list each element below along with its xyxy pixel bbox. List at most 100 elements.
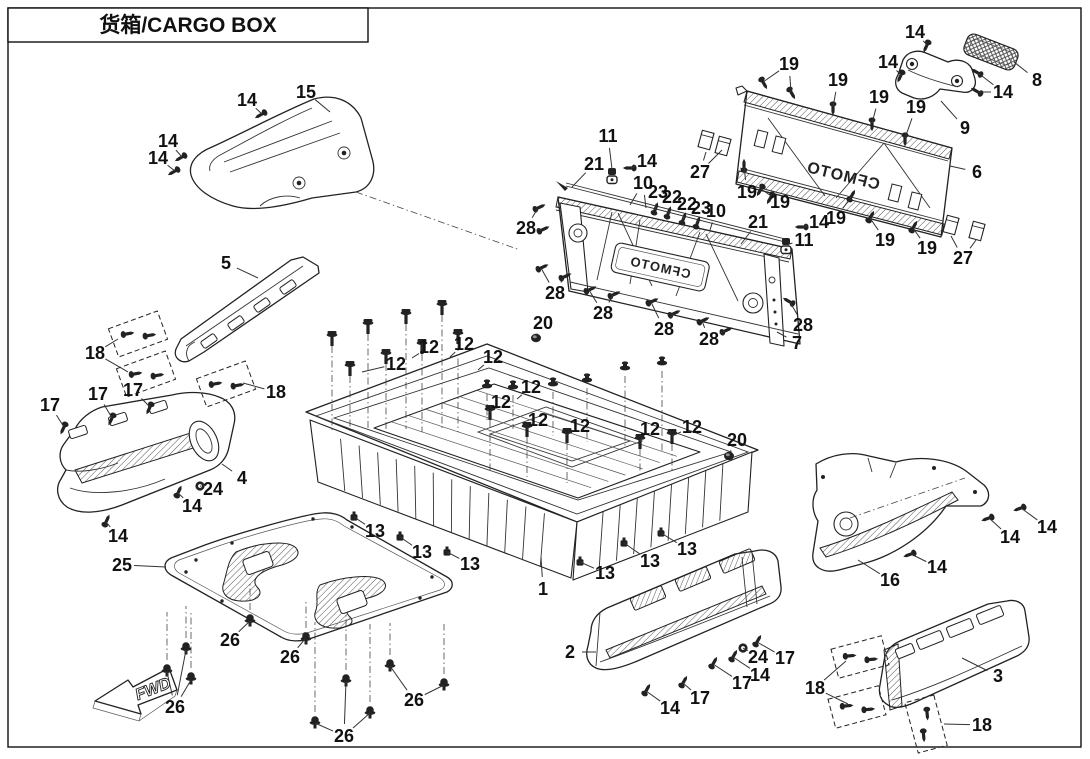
leader-line	[531, 207, 539, 218]
leader-line	[314, 99, 331, 113]
callout-28: 28	[545, 283, 565, 303]
callout-12: 12	[491, 392, 511, 412]
bolt-icon	[326, 331, 338, 346]
callout-10: 10	[706, 201, 726, 221]
callout-12: 12	[521, 377, 541, 397]
leader-line	[756, 641, 775, 653]
leader-line	[977, 72, 994, 86]
callout-1: 1	[538, 579, 548, 599]
clipnut-icon	[619, 361, 631, 371]
callout-19: 19	[828, 70, 848, 90]
leader-line	[950, 235, 958, 248]
screw-icon	[253, 108, 269, 122]
leader-line	[988, 517, 1002, 530]
bolthead-icon	[309, 716, 321, 729]
callout-14: 14	[158, 131, 178, 151]
leader-line	[516, 394, 523, 400]
callout-12: 12	[528, 410, 548, 430]
part-2-front-panel	[586, 548, 782, 671]
callout-21: 21	[748, 212, 768, 232]
leader-line	[654, 203, 657, 211]
leader-line	[701, 320, 706, 328]
screw-icon	[166, 165, 182, 179]
callout-12: 12	[419, 337, 439, 357]
callout-14: 14	[182, 496, 202, 516]
leader-line	[166, 671, 173, 696]
leader-line	[788, 242, 793, 245]
leader-line	[389, 665, 408, 691]
callout-12: 12	[682, 417, 702, 437]
leader-line	[869, 217, 879, 231]
title-block: 货箱/CARGO BOX	[7, 7, 369, 43]
callout-11: 11	[598, 126, 617, 146]
alignment-lines-layer	[166, 315, 673, 712]
callout-13: 13	[365, 521, 385, 541]
leader-line	[629, 193, 638, 206]
callout-19: 19	[737, 182, 757, 202]
callout-12: 12	[386, 354, 406, 374]
leader-line	[823, 660, 847, 681]
pad-icon	[942, 214, 960, 236]
callout-17: 17	[88, 384, 108, 404]
leader-line	[702, 151, 707, 161]
bolthead-icon	[384, 659, 396, 672]
leader-line	[669, 313, 674, 319]
callout-14: 14	[878, 52, 898, 72]
callout-12: 12	[570, 416, 590, 436]
callout-8: 8	[1032, 70, 1042, 90]
callout-9: 9	[960, 118, 970, 138]
part-25-floor-mat	[164, 512, 453, 642]
callout-28: 28	[654, 319, 674, 339]
callout-19: 19	[875, 230, 895, 250]
callout-27: 27	[690, 162, 710, 182]
leader-line	[802, 225, 808, 228]
callout-13: 13	[412, 542, 432, 562]
leader-line	[571, 172, 587, 188]
leader-line	[608, 147, 613, 170]
leader-line	[696, 219, 699, 225]
callout-17: 17	[40, 395, 60, 415]
leader-line	[540, 556, 543, 578]
leader-line	[526, 427, 530, 430]
leader-line	[639, 437, 643, 442]
leader-line	[540, 267, 550, 283]
callout-23: 23	[648, 182, 668, 202]
bolt-icon	[400, 309, 412, 324]
screw-icon	[57, 420, 70, 436]
leader-line	[588, 289, 598, 304]
callout-26: 26	[220, 630, 240, 650]
callout-14: 14	[108, 526, 128, 546]
screw-icon	[829, 101, 837, 116]
kit-icon	[828, 686, 886, 728]
leader-line	[943, 723, 971, 726]
leader-line	[238, 620, 251, 633]
bolthead-icon	[185, 672, 197, 685]
callout-4: 4	[237, 468, 247, 488]
leader-line	[719, 330, 726, 335]
leader-line	[236, 267, 259, 279]
callout-18: 18	[85, 343, 105, 363]
clipnut-icon	[581, 373, 593, 383]
callout-23: 23	[691, 198, 711, 218]
clipnut-icon	[656, 356, 668, 366]
callout-13: 13	[677, 539, 697, 559]
callout-2: 2	[565, 642, 575, 662]
leader-line	[630, 165, 637, 169]
leader-line	[477, 364, 485, 371]
leader-line	[728, 450, 732, 455]
leader-line	[743, 166, 747, 181]
leader-line	[446, 551, 460, 559]
callout-10: 10	[633, 173, 653, 193]
leader-line	[579, 561, 595, 569]
leader-line	[255, 107, 263, 115]
screw-icon	[622, 164, 637, 172]
callout-26: 26	[404, 690, 424, 710]
callout-12: 12	[640, 419, 660, 439]
leader-line	[949, 165, 966, 170]
callout-13: 13	[595, 563, 615, 583]
bolt-icon	[362, 319, 374, 334]
hinge-rod-tip	[556, 181, 568, 191]
callout-26: 26	[334, 726, 354, 746]
part-1-cargo-box-bed	[305, 343, 759, 581]
